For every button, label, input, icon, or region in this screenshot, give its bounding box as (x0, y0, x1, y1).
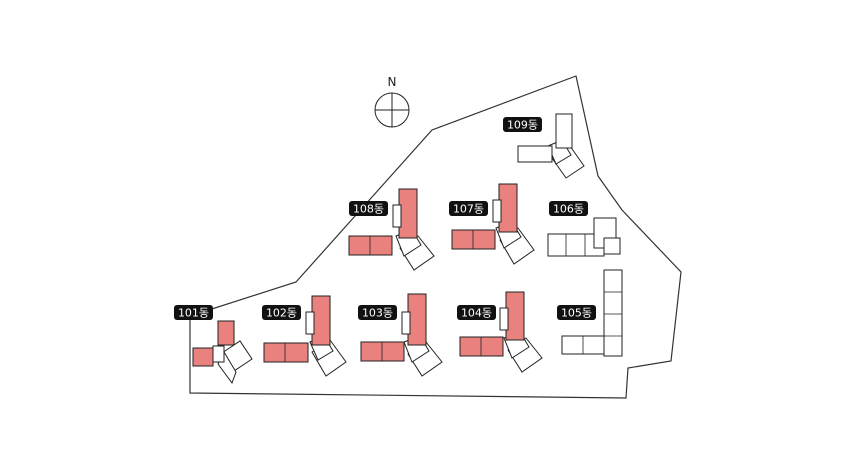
label-104-text: 104동 (461, 307, 492, 320)
label-102-text: 102동 (266, 307, 297, 320)
label-101-text: 101동 (178, 307, 209, 320)
building-104[interactable] (459, 291, 543, 373)
label-106-text: 106동 (553, 203, 584, 216)
building-108[interactable] (348, 188, 435, 271)
building-106[interactable] (547, 217, 621, 257)
building-105[interactable] (561, 269, 623, 357)
label-105: 105동 (557, 305, 596, 320)
label-106: 106동 (549, 201, 588, 216)
building-109[interactable] (517, 113, 585, 179)
label-108-text: 108동 (353, 203, 384, 216)
building-102[interactable] (263, 295, 347, 377)
building-107[interactable] (451, 183, 535, 265)
label-109-text: 109동 (507, 119, 538, 132)
building-103[interactable] (360, 293, 443, 377)
label-101: 101동 (174, 305, 213, 320)
building-101[interactable] (192, 320, 253, 385)
label-107: 107동 (449, 201, 488, 216)
label-108: 108동 (349, 201, 388, 216)
north-label: N (388, 75, 397, 89)
compass-icon: N (374, 75, 410, 128)
label-107-text: 107동 (453, 203, 484, 216)
label-102: 102동 (262, 305, 301, 320)
label-109: 109동 (503, 117, 542, 132)
label-105-text: 105동 (561, 307, 592, 320)
label-104: 104동 (457, 305, 496, 320)
label-103: 103동 (358, 305, 397, 320)
label-103-text: 103동 (362, 307, 393, 320)
